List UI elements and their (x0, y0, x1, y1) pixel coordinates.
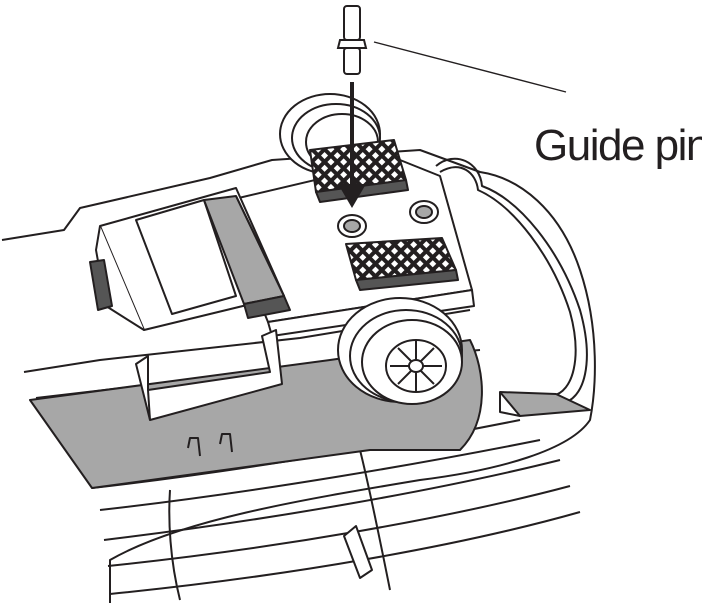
callout-leader-line (373, 41, 567, 93)
lead-wire (435, 157, 591, 417)
mounting-bracket (135, 329, 283, 421)
guide-pin-label: Guide pin (534, 121, 702, 170)
front-wheel (337, 297, 463, 405)
guide-pin-icon (336, 5, 368, 75)
motor-housing (89, 187, 291, 331)
